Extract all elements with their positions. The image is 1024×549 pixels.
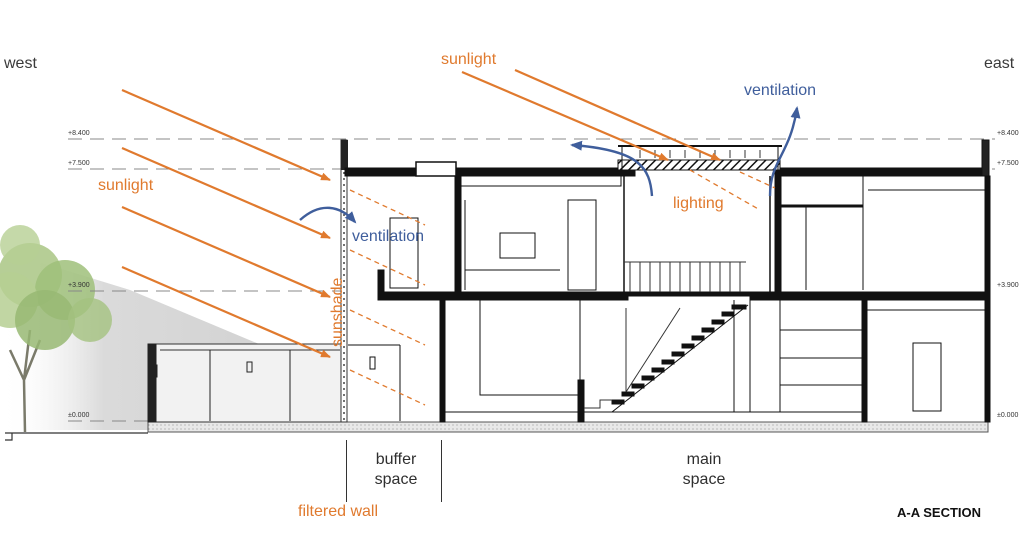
ventilation-label-left: ventilation [352,228,425,245]
level-left-3900: +3.900 [68,282,90,289]
sun-ray [121,88,331,182]
vent-arrow-roof-right [768,106,801,197]
section-title: A-A SECTION [897,505,982,520]
level-left-8400: +8.400 [68,130,90,137]
tree-illustration [0,225,112,433]
level-right-3900: +3.900 [997,282,1019,289]
buffer-space-line1: buffer [375,451,417,468]
level-left-0000: ±0.000 [68,412,90,419]
sunlight-label-left: sunlight [98,177,154,194]
main-space-line2: space [682,471,726,488]
buffer-space-label: buffer space [356,450,436,490]
main-space-label: main space [664,450,744,490]
level-right-0000: ±0.000 [997,412,1019,419]
building-section [344,139,991,423]
main-space-line1: main [686,451,722,468]
buffer-space-line2: space [374,471,418,488]
sun-rays [121,68,721,359]
buffer-divider-left [346,440,347,502]
sunshade-label: sunshade [329,277,346,347]
west-label: west [4,55,37,72]
sun-ray [121,146,331,240]
vent-arrow-left [299,206,357,224]
buffer-divider-right [441,440,442,502]
sun-ray [514,68,721,162]
east-label: east [984,55,1015,72]
ground-slab [5,421,989,441]
level-left-7500: +7.500 [68,160,90,167]
sun-ray [461,70,669,162]
sun-ray [121,265,331,359]
filtered-wall-label: filtered wall [298,503,379,520]
level-right-7500: +7.500 [997,160,1019,167]
ventilation-label-top: ventilation [744,82,817,99]
sunlight-label-top: sunlight [441,51,497,68]
level-right-8400: +8.400 [997,130,1019,137]
vent-arrow-roof-left [570,140,654,197]
ventilation-arrows [299,106,801,224]
lighting-label: lighting [673,195,724,212]
sun-ray-dashes [349,169,776,406]
front-wall [147,343,347,423]
filtered-wall [340,139,348,423]
sun-ray [121,205,331,299]
